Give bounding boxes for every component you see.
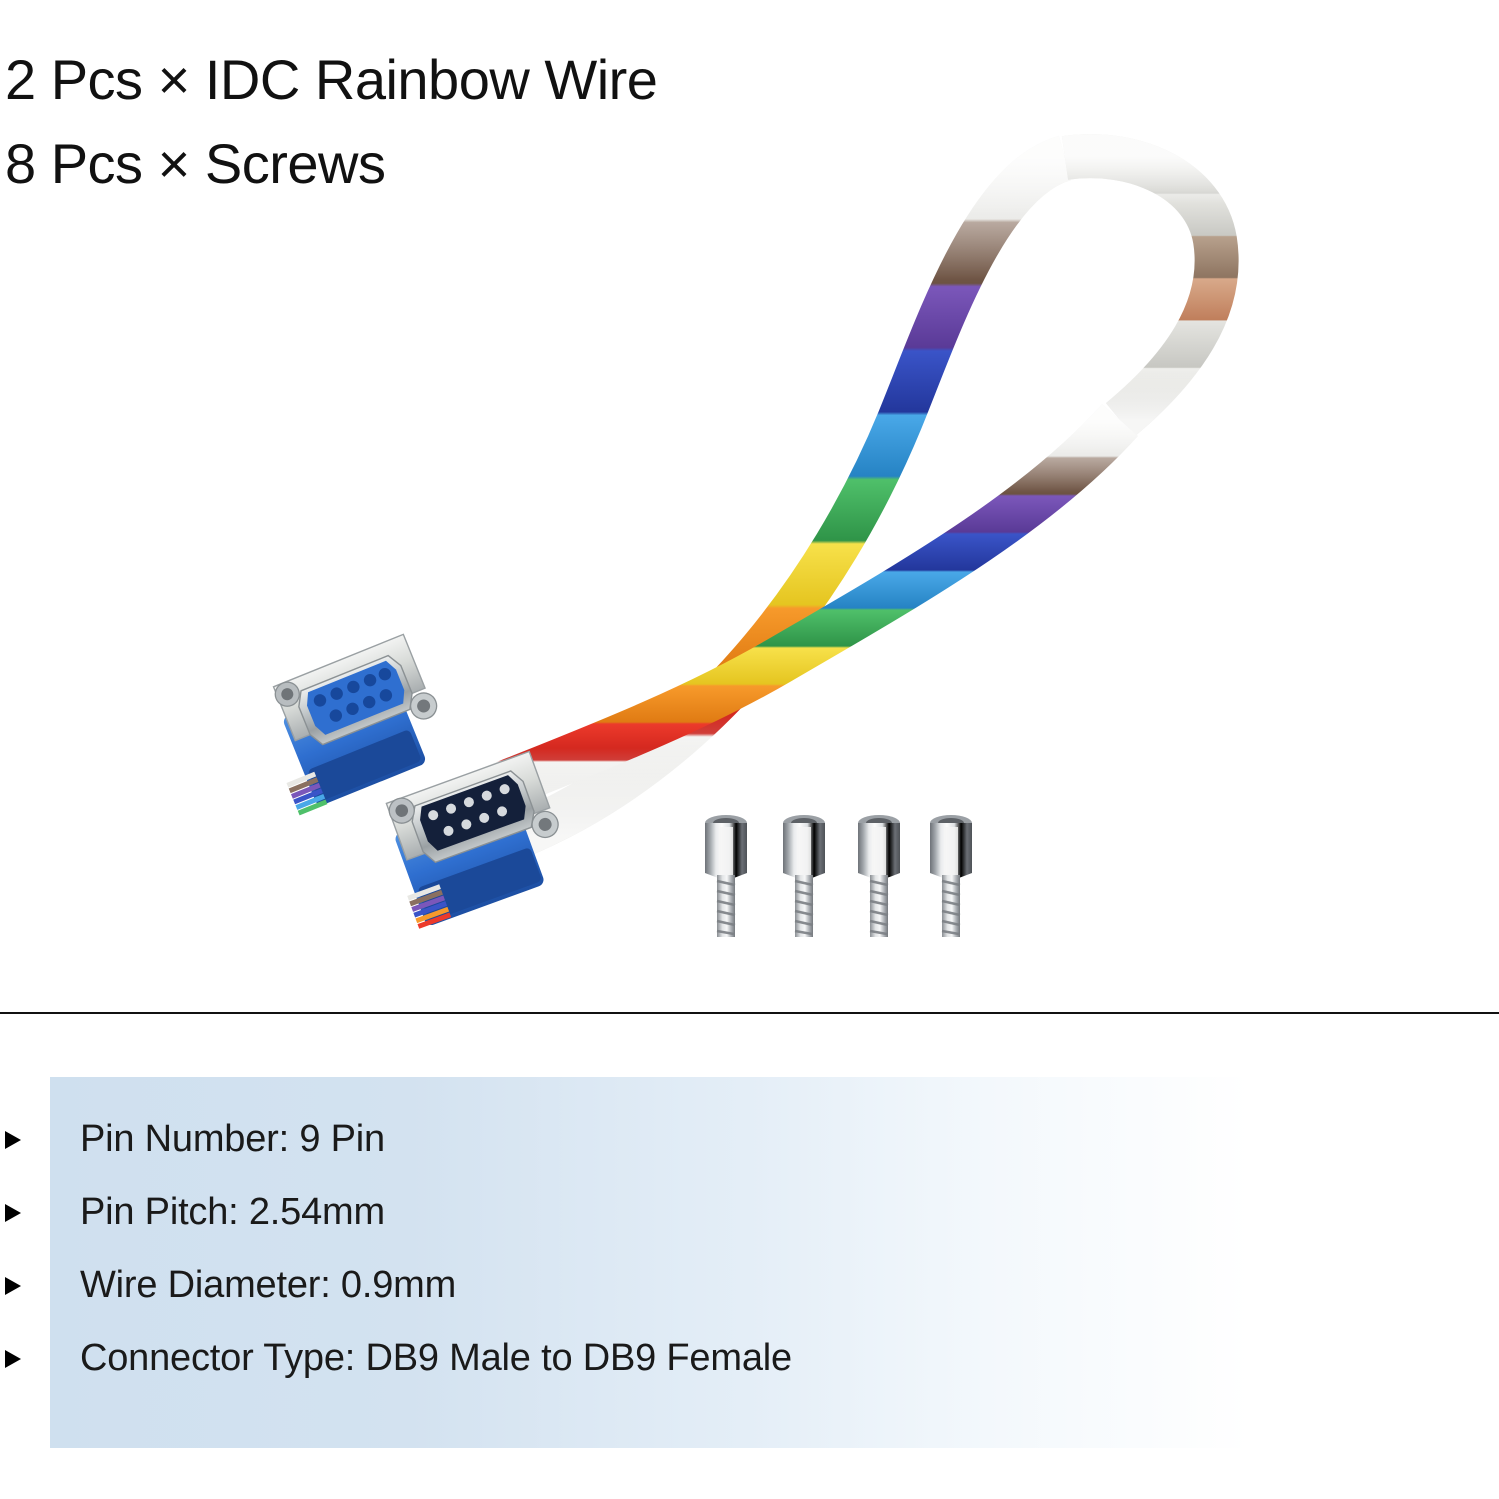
- flange-screw-hole: [388, 797, 559, 839]
- spec-row-wire-diameter: Wire Diameter: 0.9mm: [0, 1249, 1400, 1322]
- ribbon-cable-top-loop: [1061, 134, 1239, 437]
- db9-male-connector: [385, 750, 559, 929]
- product-photo: [0, 120, 1499, 1000]
- triangle-right-icon: [3, 1201, 23, 1225]
- spec-label-pin-number: Pin Number: 9 Pin: [80, 1118, 385, 1160]
- spec-row-connector-type: Connector Type: DB9 Male to DB9 Female: [0, 1322, 1400, 1395]
- triangle-right-icon: [3, 1274, 23, 1298]
- heading-line-quantity-wire: 2 Pcs × IDC Rainbow Wire: [5, 48, 658, 111]
- hex-standoff-screw: [858, 815, 900, 937]
- triangle-right-icon: [3, 1128, 23, 1152]
- heading-line-quantity-screws: 8 Pcs × Screws: [5, 132, 386, 195]
- hex-standoff-screw: [705, 815, 747, 937]
- spec-label-wire-diameter: Wire Diameter: 0.9mm: [80, 1264, 457, 1306]
- spec-row-pin-pitch: Pin Pitch: 2.54mm: [0, 1176, 1400, 1249]
- triangle-right-icon: [3, 1347, 23, 1371]
- hex-standoff-screw: [783, 815, 825, 937]
- flange-screw-hole: [274, 681, 438, 720]
- spec-label-pin-pitch: Pin Pitch: 2.54mm: [80, 1191, 385, 1233]
- specification-panel-background: [50, 1077, 1250, 1448]
- section-divider: [0, 1012, 1499, 1014]
- ribbon-cable-run-back: [511, 135, 1073, 857]
- spec-label-connector-type: Connector Type: DB9 Male to DB9 Female: [80, 1337, 792, 1379]
- product-heading: 2 Pcs × IDC Rainbow Wire 8 Pcs × Screws: [5, 38, 1005, 206]
- hex-standoff-screw: [930, 815, 972, 937]
- specification-list: Pin Number: 9 Pin Pin Pitch: 2.54mm Wire…: [0, 1077, 1400, 1448]
- hex-standoff-screw-group: [705, 815, 972, 937]
- db9-female-connector: [272, 633, 438, 816]
- spec-row-pin-number: Pin Number: 9 Pin: [0, 1103, 1400, 1176]
